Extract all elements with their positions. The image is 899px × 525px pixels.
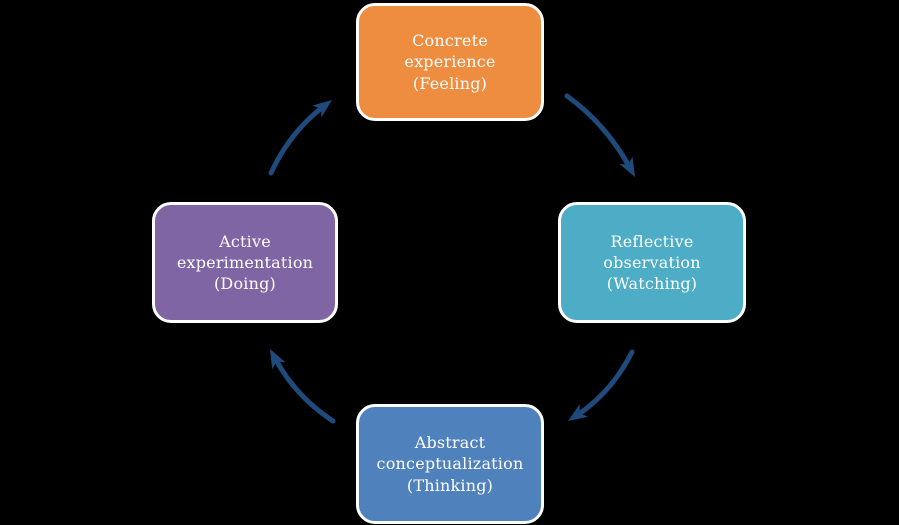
label-line: (Thinking) [406, 475, 494, 495]
node-concrete-experience: Concrete experience (Feeling) [356, 3, 544, 121]
arrow-top-to-right [564, 93, 633, 171]
node-label: Abstract conceptualization (Thinking) [377, 432, 524, 495]
arrow-left-to-top [268, 103, 327, 176]
label-line: Abstract [414, 433, 486, 453]
label-line: Active [219, 231, 271, 251]
node-abstract-conceptualization: Abstract conceptualization (Thinking) [356, 404, 544, 524]
arrow-left-to-top-head-icon [312, 100, 332, 118]
arrow-bottom-to-left [272, 355, 336, 424]
node-reflective-observation: Reflective observation (Watching) [558, 202, 746, 323]
arrow-top-to-right-head-icon [619, 156, 635, 177]
node-label: Reflective observation (Watching) [603, 231, 700, 294]
label-line: (Feeling) [412, 73, 488, 93]
node-label: Active experimentation (Doing) [177, 231, 313, 294]
label-line: (Watching) [606, 274, 698, 294]
label-line: experience [404, 52, 496, 72]
label-line: conceptualization [376, 454, 524, 474]
label-line: experimentation [176, 252, 314, 272]
label-line: (Doing) [213, 274, 276, 294]
node-label: Concrete experience (Feeling) [404, 30, 495, 93]
label-line: observation [603, 252, 701, 272]
arrow-right-to-bottom [573, 349, 635, 419]
label-line: Reflective [610, 231, 694, 251]
label-line: Concrete [412, 31, 488, 51]
arrow-right-to-bottom-head-icon [568, 404, 588, 421]
arrow-bottom-to-left-head-icon [270, 349, 286, 370]
node-active-experimentation: Active experimentation (Doing) [152, 202, 338, 323]
